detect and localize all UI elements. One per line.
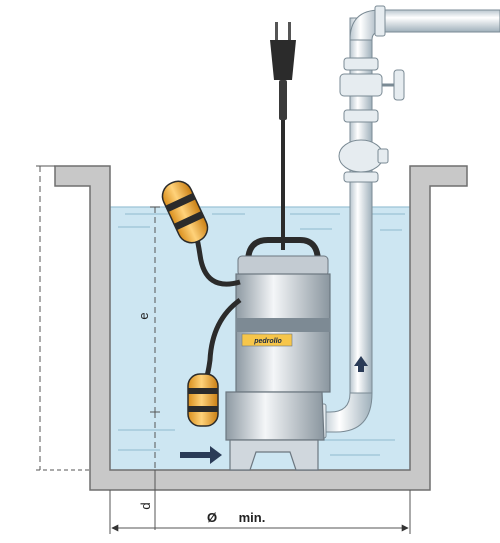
pump-top-cap <box>237 255 329 277</box>
height-dimension <box>36 165 90 471</box>
float-switch-upper <box>161 180 209 244</box>
bottom-water-lines <box>118 429 395 456</box>
plug-icon <box>270 40 296 80</box>
pump-feet <box>229 439 319 471</box>
sump-wall <box>54 165 468 491</box>
float-switch-lower <box>187 373 219 427</box>
brand-label: pedrollo <box>253 338 282 345</box>
check-valve-cap <box>377 148 389 164</box>
pump-volute <box>225 391 325 441</box>
check-valve <box>338 139 384 173</box>
pipe-fitting-1 <box>343 57 379 71</box>
diameter-dimension <box>109 490 411 534</box>
label-d: d <box>138 502 153 509</box>
plug-pin-right <box>288 22 291 40</box>
pump-band <box>236 318 330 332</box>
diameter-symbol: Ø <box>207 510 217 525</box>
pipe-elbow-bottom <box>321 392 373 433</box>
label-min: min. <box>239 510 266 525</box>
pump-motor-housing <box>235 273 331 393</box>
label-e: e <box>136 312 151 319</box>
cable-sleeve <box>279 80 287 120</box>
flow-arrow-up <box>354 356 368 372</box>
gate-valve-body <box>339 73 383 97</box>
pump-label-plate <box>241 333 293 347</box>
pipe-coupling-top <box>374 5 386 37</box>
pipe-fitting-3 <box>343 171 379 183</box>
plug-pin-left <box>275 22 278 40</box>
inlet-arrow <box>180 446 222 464</box>
outlet-pipe <box>379 9 500 33</box>
pipe-fitting-2 <box>343 109 379 123</box>
gate-valve-handwheel <box>393 69 405 101</box>
pump-handle <box>245 237 321 263</box>
